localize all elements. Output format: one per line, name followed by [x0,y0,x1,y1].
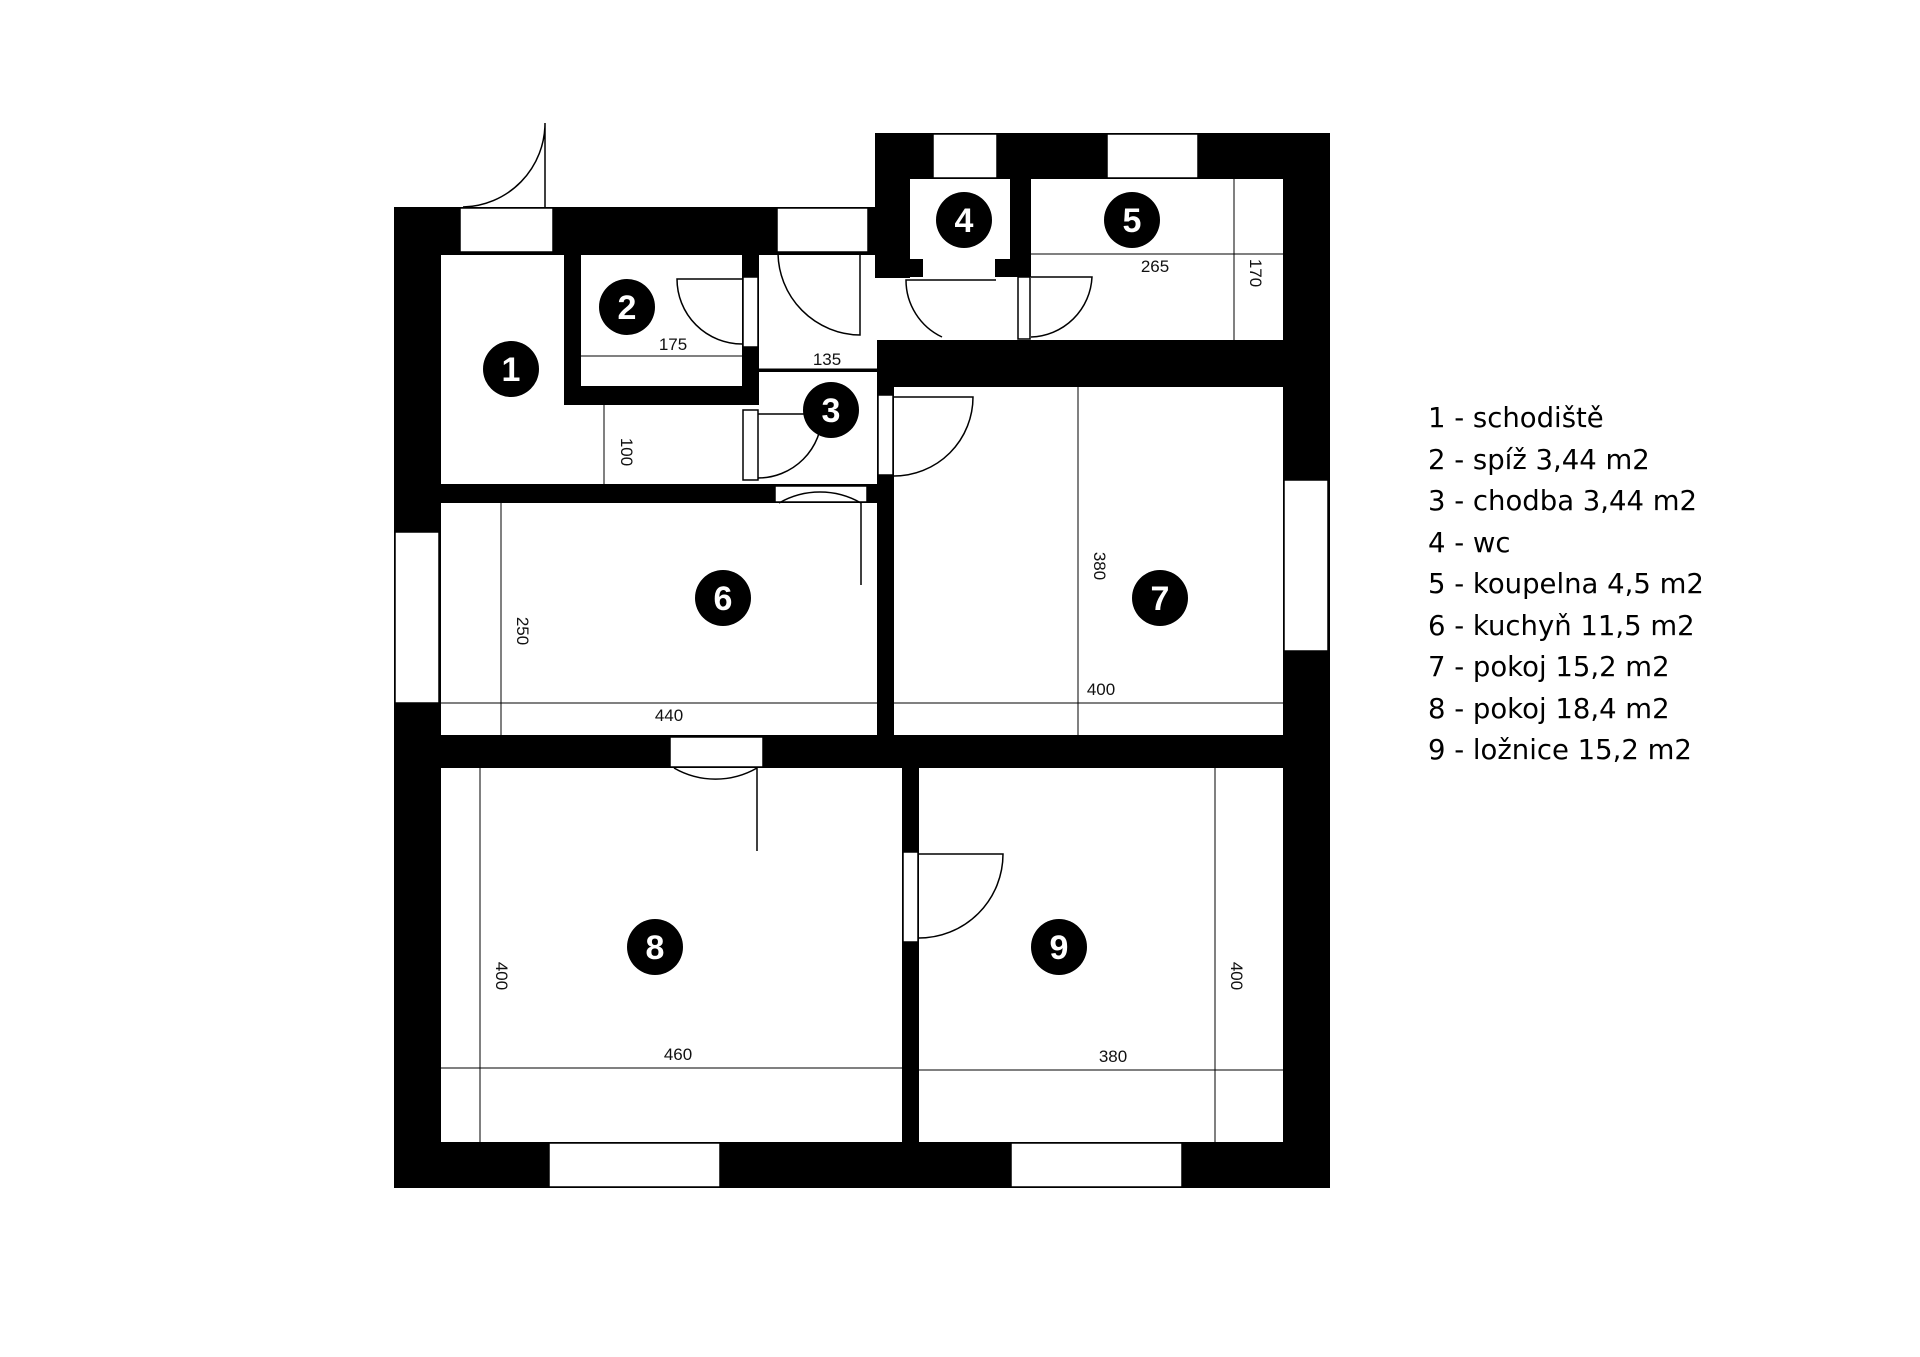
opening-room3-bottom [774,485,868,503]
legend-item-1: 1 - schodiště [1428,402,1604,434]
dim-stair-depth: 100 [617,438,636,466]
dim-room7-width: 400 [1087,680,1115,699]
room-badge-8: 8 [627,919,683,975]
opening-room9 [902,851,919,943]
dim-room8-depth: 400 [492,962,511,990]
legend-item-9: 9 - ložnice 15,2 m2 [1428,734,1692,766]
window-top-hall [776,207,869,253]
room-badge-3: 3 [803,382,859,438]
doors [462,122,1093,939]
room-badge-5: 5 [1104,192,1160,248]
door-room7 [893,396,974,477]
dim-room9-depth: 400 [1227,962,1246,990]
room-badge-9: 9 [1031,919,1087,975]
legend-item-8: 8 - pokoj 18,4 m2 [1428,692,1670,725]
dim-kitchen-width: 440 [655,706,683,725]
door-entrance [462,122,546,208]
room-number-1: 1 [502,351,521,389]
window-room8 [548,1142,721,1188]
dim-room7-depth: 380 [1090,552,1109,580]
room-number-5: 5 [1123,202,1142,240]
dim-pantry-width: 175 [659,335,687,354]
dimension-labels: 175 135 100 265 170 250 440 380 400 400 … [492,257,1265,1066]
room-number-3: 3 [822,392,841,430]
room-number-9: 9 [1050,929,1069,967]
legend-item-5: 5 - koupelna 4,5 m2 [1428,568,1704,600]
door-room9 [918,853,1004,939]
legend-item-3: 3 - chodba 3,44 m2 [1428,485,1698,517]
window-room7 [1283,479,1329,652]
window-bathroom [1106,133,1199,179]
dim-room8-width: 460 [664,1045,692,1064]
dim-bathroom-depth: 170 [1246,259,1265,287]
room-badge-4: 4 [936,192,992,248]
door-pantry [676,278,743,345]
window-kitchen [394,531,440,704]
room-legend: 1 - schodiště 2 - spíž 3,44 m2 3 - chodb… [1428,398,1704,772]
dim-hall-width: 135 [813,350,841,369]
opening-room3-left [742,409,759,481]
window-entrance [459,207,554,253]
door-wc [905,279,996,338]
legend-item-4: 4 - wc [1428,526,1511,559]
opening-kitchen-top [669,736,764,768]
room-badge-2: 2 [599,279,655,335]
room-badges: 1 2 3 4 5 6 7 8 [483,192,1188,975]
room-badge-7: 7 [1132,570,1188,626]
room-badge-1: 1 [483,341,539,397]
dimension-lines [441,179,1283,1142]
door-kitchen [778,491,862,585]
room-number-4: 4 [955,202,974,240]
walls [394,133,1330,1188]
room-number-7: 7 [1151,580,1170,618]
room-badge-6: 6 [695,570,751,626]
legend-item-7: 7 - pokoj 15,2 m2 [1428,651,1670,683]
door-room8 [673,766,758,851]
legend-item-2: 2 - spíž 3,44 m2 [1428,443,1650,476]
opening-wc [1017,276,1031,340]
opening-pantry [742,276,759,348]
door-bathroom [1030,276,1093,338]
room-number-2: 2 [618,289,637,327]
opening-room7 [877,394,894,476]
dim-room9-width: 380 [1099,1047,1127,1066]
room-number-6: 6 [714,580,733,618]
room-number-8: 8 [646,929,665,967]
windows [394,133,1329,1188]
legend-item-6: 6 - kuchyň 11,5 m2 [1428,609,1695,642]
window-wc [932,133,998,179]
window-room9 [1010,1142,1183,1188]
dim-kitchen-depth: 250 [513,617,532,645]
door-hall-top [777,251,861,336]
dim-bathroom-width: 265 [1141,257,1169,276]
